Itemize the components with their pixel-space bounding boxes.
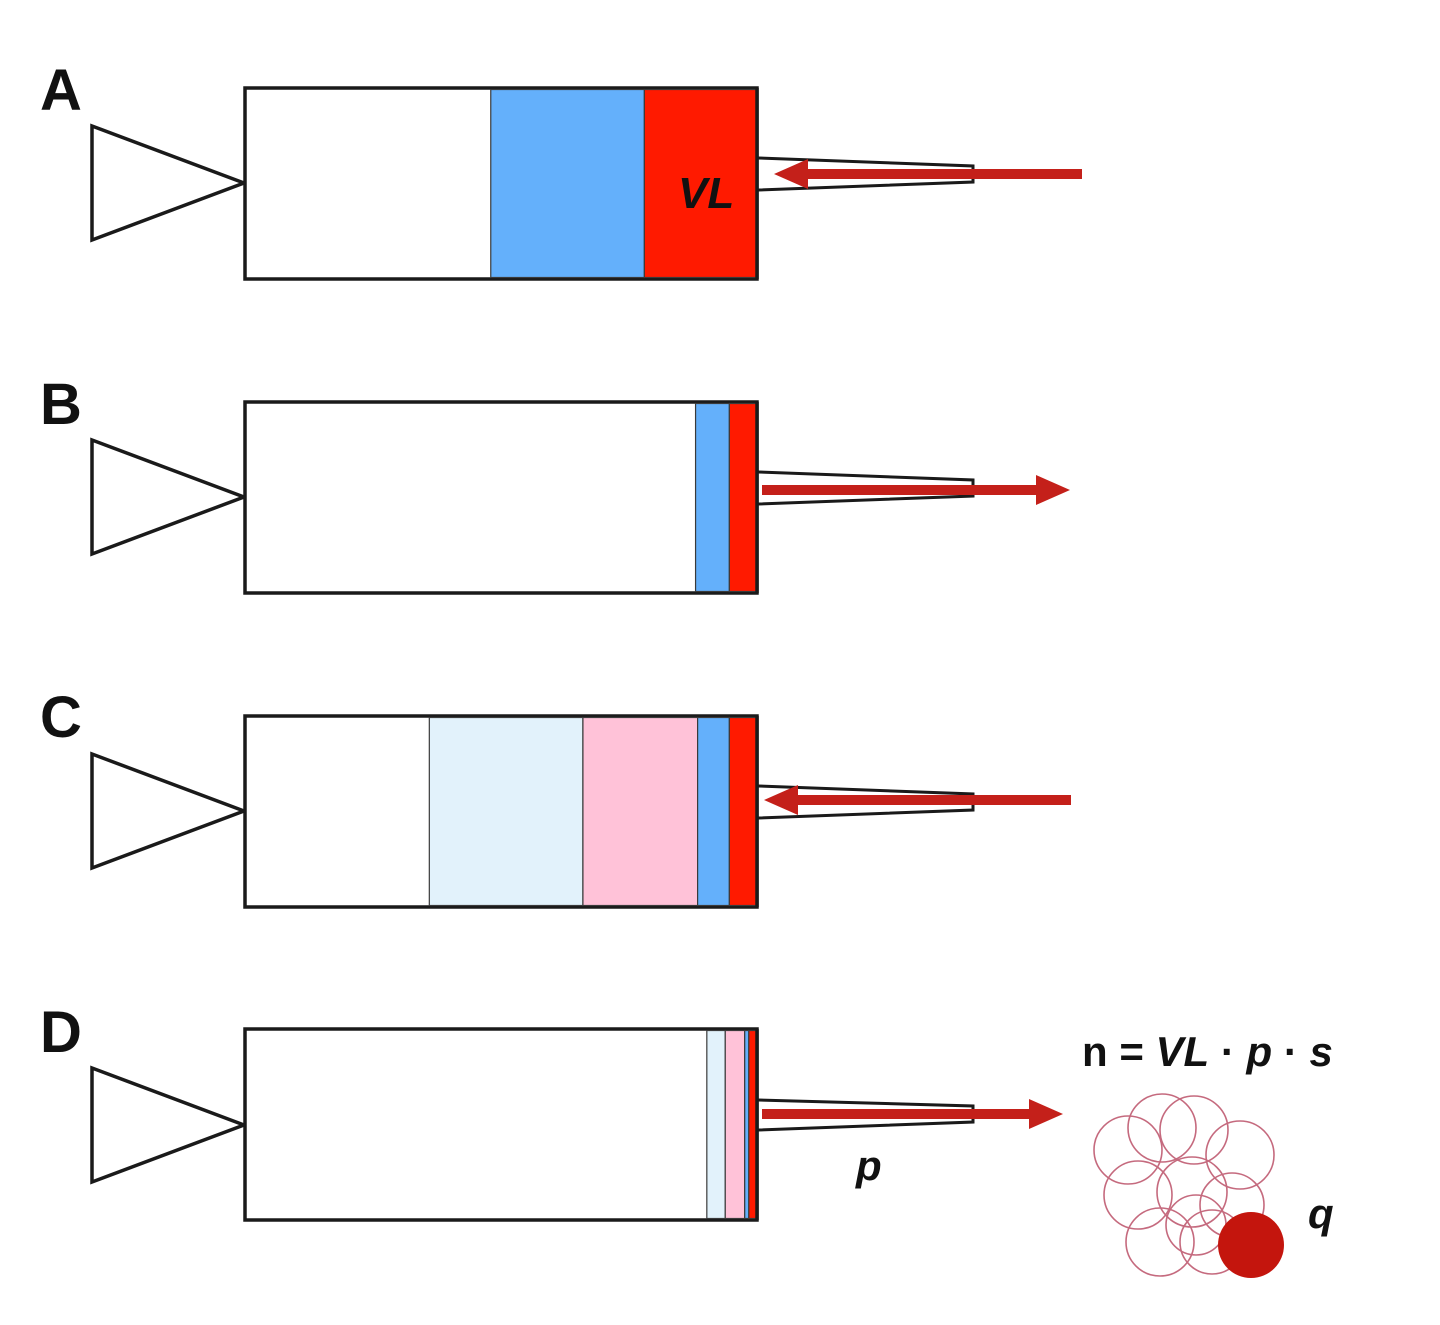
formula-dot-2: · (1272, 1028, 1309, 1075)
arrow-head (1036, 475, 1070, 505)
panel-letter-d: D (40, 1000, 82, 1065)
panel-d: D p (40, 1000, 1063, 1222)
arrow-head (774, 159, 808, 189)
particle-outline (1156, 1156, 1228, 1228)
plunger-head-b (90, 437, 249, 557)
plunger-head-c (90, 751, 249, 871)
particle-outline (1159, 1095, 1229, 1165)
arrow-d (762, 1099, 1063, 1129)
particle-outline (1093, 1115, 1163, 1185)
panel-letter-b: B (40, 372, 82, 437)
layer-light-blue (706, 1029, 726, 1220)
formula-s: s (1310, 1028, 1333, 1075)
layer-blue (697, 716, 730, 907)
panel-b: B (40, 372, 1070, 595)
barrel-d (243, 1027, 759, 1222)
vl-label: VL (678, 169, 734, 218)
arrow-b (762, 475, 1070, 505)
barrel-b (243, 400, 759, 595)
formula-dot-1: · (1209, 1028, 1246, 1075)
formula: n = VL · p · s (1082, 1028, 1333, 1075)
layer-red (643, 88, 758, 279)
formula-p: p (1246, 1028, 1273, 1075)
panel-letter-c: C (40, 685, 82, 750)
particle-outline (1165, 1194, 1227, 1256)
p-label: p (855, 1142, 882, 1189)
layer-blue (694, 402, 730, 593)
particle-outline (1103, 1160, 1173, 1230)
q-label: q (1308, 1190, 1334, 1237)
arrow-head (764, 785, 798, 815)
arrow-c (764, 785, 1071, 815)
layer-light-blue (428, 716, 584, 907)
layers-a (490, 88, 759, 279)
filled-particle (1218, 1212, 1284, 1278)
plunger-head-d (90, 1065, 249, 1185)
formula-equals: = (1108, 1028, 1156, 1075)
layer-red (728, 402, 758, 593)
layers-c (428, 716, 759, 907)
particle-outline (1127, 1093, 1197, 1163)
formula-n: n (1082, 1028, 1108, 1075)
layers-d (706, 1029, 759, 1220)
plunger-head-a (90, 123, 249, 243)
layer-red (728, 716, 758, 907)
panel-a: A VL (40, 58, 1082, 281)
particle-outline (1125, 1207, 1195, 1277)
layer-blue (744, 1029, 750, 1220)
panel-c: C (40, 685, 1071, 909)
panel-letter-a: A (40, 58, 82, 123)
particle-outline (1205, 1120, 1275, 1190)
layer-pink (724, 1029, 746, 1220)
layer-pink (582, 716, 699, 907)
layers-b (694, 402, 759, 593)
formula-vl: VL (1156, 1028, 1210, 1075)
arrow-head (1029, 1099, 1063, 1129)
layer-blue (490, 88, 645, 279)
particle-cluster (1093, 1093, 1275, 1277)
arrow-a (774, 159, 1082, 189)
